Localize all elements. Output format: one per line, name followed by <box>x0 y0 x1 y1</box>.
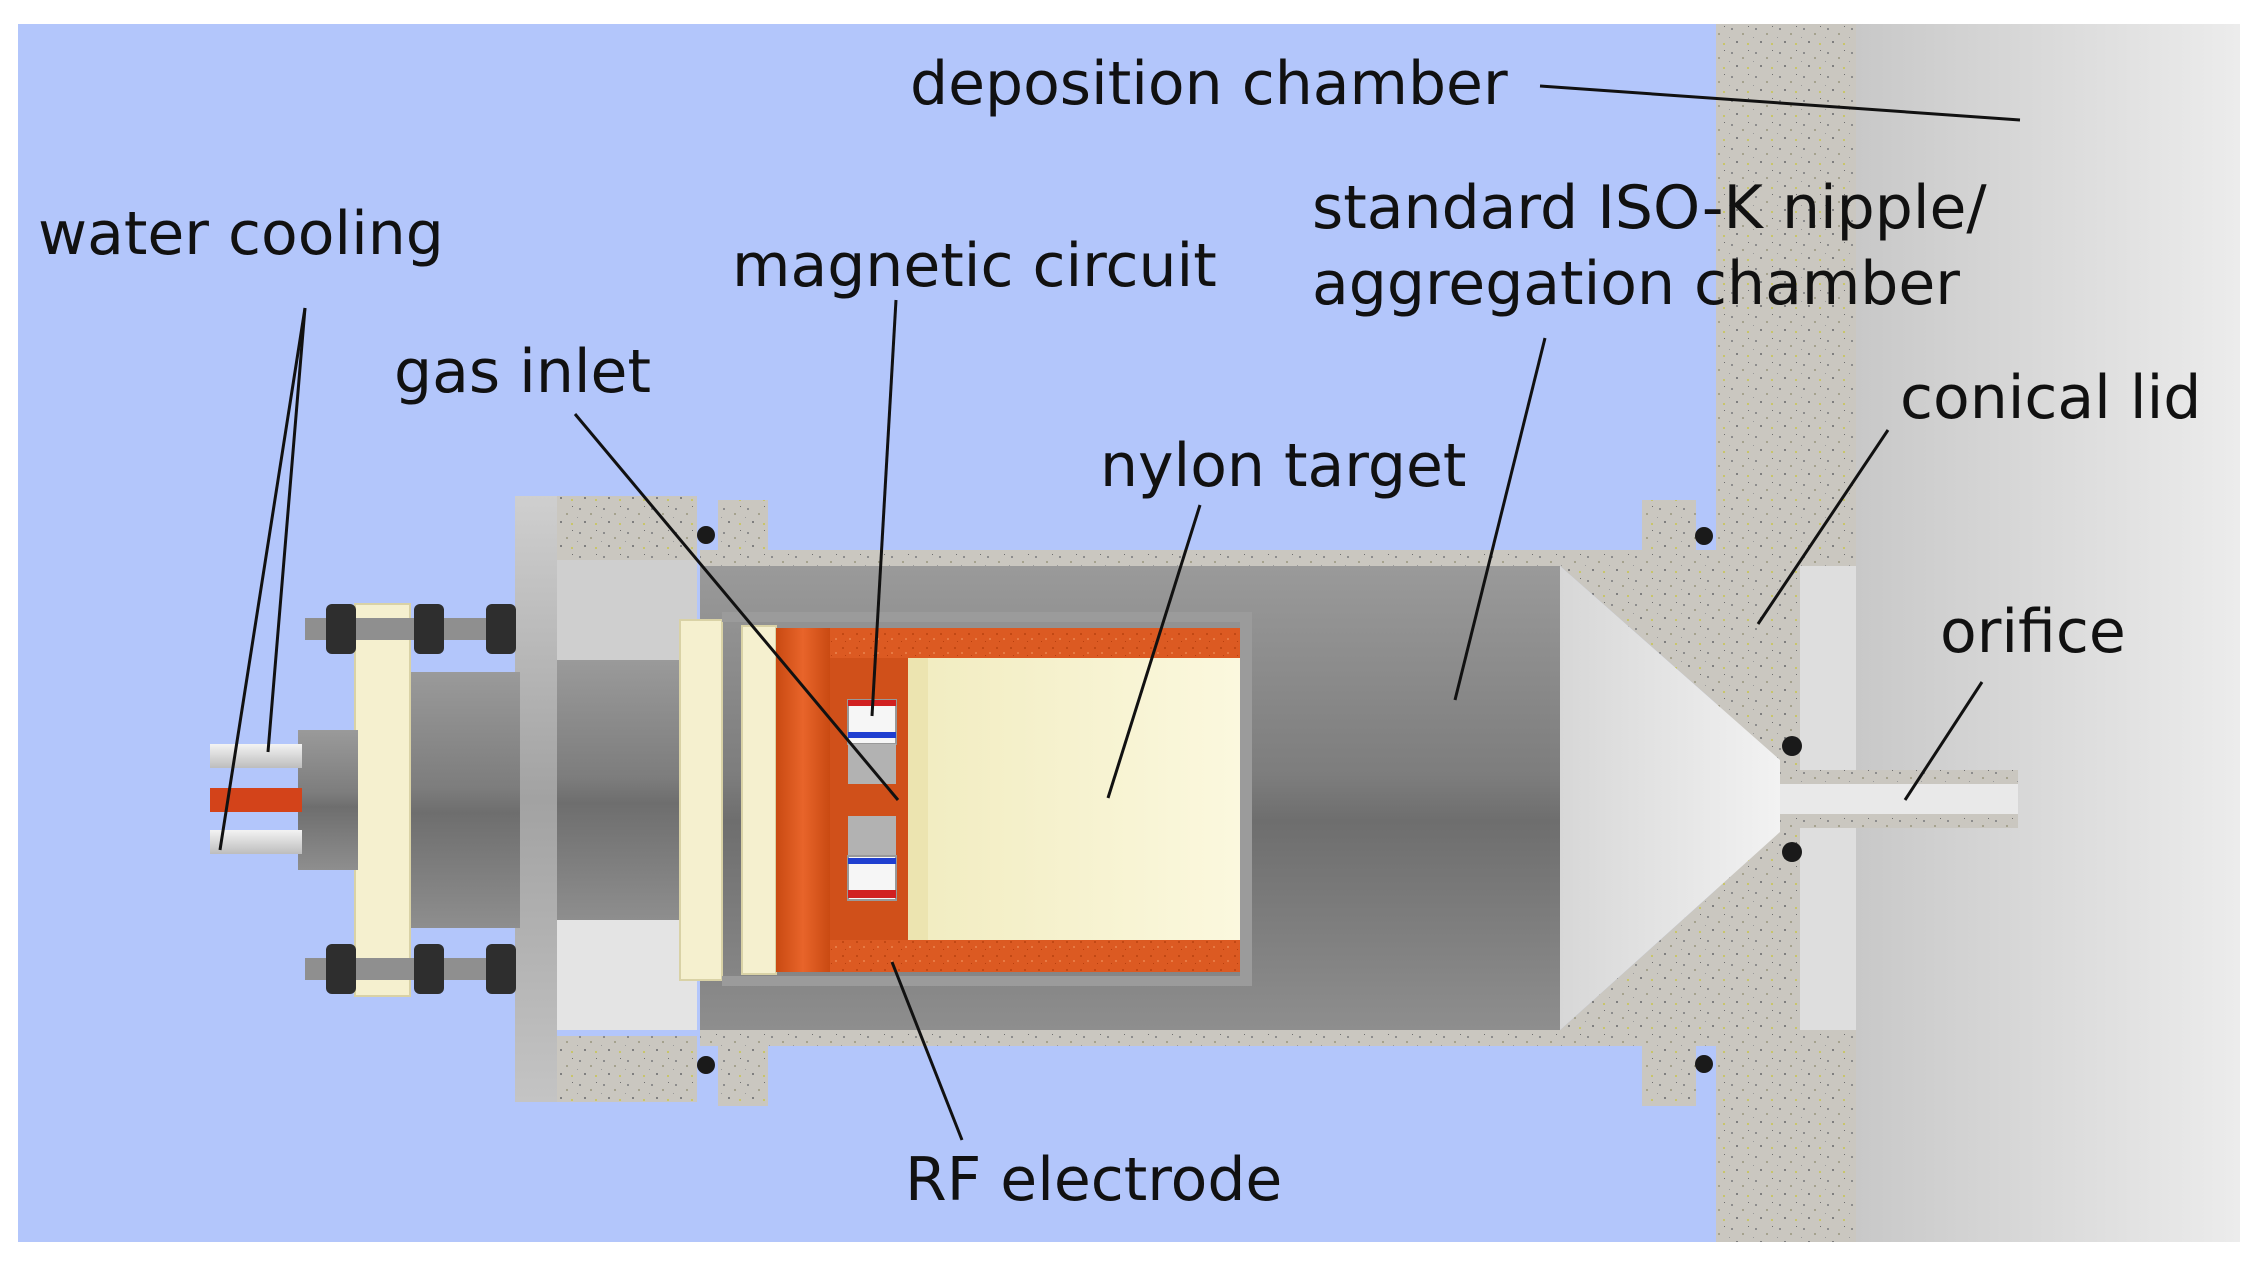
bolt-rod <box>305 958 515 980</box>
nipple-flange-right-bottom <box>1642 1036 1696 1106</box>
water-pipe-bottom <box>210 830 302 854</box>
bolt-nut <box>486 944 516 994</box>
leader-gas-inlet <box>573 413 900 801</box>
nylon-target-edge <box>908 658 928 940</box>
rear-flange-bottom <box>557 1036 697 1102</box>
label-water-cooling: water cooling <box>38 199 444 269</box>
magnet-pole-blue <box>848 732 896 738</box>
o-ring <box>1782 842 1802 862</box>
label-rf-electrode: RF electrode <box>905 1145 1282 1215</box>
orifice-wall-bottom <box>1780 814 2018 828</box>
o-ring <box>697 526 715 544</box>
bolt-rod <box>305 618 515 640</box>
magnet-yoke <box>848 816 896 856</box>
leader-lines <box>218 84 2021 1141</box>
nylon-target <box>908 658 1240 940</box>
label-deposition-chamber: deposition chamber <box>910 49 1508 119</box>
ground-shield-bottom <box>722 976 1252 986</box>
bolt-nut <box>326 604 356 654</box>
leader-magnetic-circuit <box>870 299 898 717</box>
label-nipple-line2: aggregation chamber <box>1312 249 1960 319</box>
nipple-wall-bottom <box>700 1030 1720 1046</box>
o-ring <box>1695 1055 1713 1073</box>
rf-electrode-bottom-wall <box>830 940 1240 972</box>
bolt-nut <box>326 944 356 994</box>
pipe-hub <box>298 730 358 870</box>
leader-conical-lid <box>1756 429 1890 625</box>
rear-flange-inner <box>557 920 697 1030</box>
rf-feed-pipe <box>210 788 302 812</box>
magnet-pole-red <box>848 890 896 898</box>
leader-orifice <box>1903 681 1984 801</box>
leader-water-cooling-top <box>266 307 307 753</box>
back-flange <box>354 603 411 997</box>
back-shaft <box>410 672 520 928</box>
label-orifice: orifice <box>1940 597 2126 667</box>
conical-lid-top <box>1560 566 1800 760</box>
o-ring <box>697 1056 715 1074</box>
insulator-disc <box>741 625 777 975</box>
o-ring <box>1782 736 1802 756</box>
nipple-flange-left-bottom <box>718 1036 768 1106</box>
nipple-wall-top <box>700 550 1720 566</box>
rear-flange-top <box>557 496 697 560</box>
rf-electrode-base <box>776 628 830 972</box>
label-magnetic-circuit: magnetic circuit <box>732 231 1217 301</box>
label-gas-inlet: gas inlet <box>394 337 651 407</box>
orifice-channel <box>1780 784 2018 814</box>
ground-shield-top <box>722 612 1252 622</box>
label-nylon-target: nylon target <box>1100 431 1466 501</box>
leader-water-cooling-bottom <box>218 307 307 851</box>
rear-flange-plate <box>515 496 557 1102</box>
leader-rf-electrode <box>890 961 964 1141</box>
leader-deposition-chamber <box>1539 84 2021 122</box>
bolt-nut <box>414 944 444 994</box>
conical-lid-cavity <box>1560 566 1780 1030</box>
feedthrough-body <box>557 660 697 920</box>
label-conical-lid: conical lid <box>1900 363 2201 433</box>
water-pipe-top <box>210 744 302 768</box>
orifice-wall-top <box>1780 770 2018 784</box>
rear-flange-inner <box>557 560 697 660</box>
label-nipple-line1: standard ISO-K nipple/ <box>1312 173 1987 243</box>
insulator-disc <box>679 619 723 981</box>
leader-nipple <box>1453 337 1547 701</box>
nipple-flange-left-top <box>718 500 768 560</box>
leader-nylon-target <box>1106 504 1202 799</box>
ground-shield-lip <box>1240 612 1252 986</box>
magnet-pole-blue <box>848 858 896 864</box>
bolt-nut <box>486 604 516 654</box>
conical-lid-bottom <box>1560 832 1800 1030</box>
deposition-chamber-region <box>1855 24 2240 1242</box>
rf-electrode-top-wall <box>830 628 1240 658</box>
bolt-nut <box>414 604 444 654</box>
nipple-flange-right-top <box>1642 500 1696 560</box>
o-ring <box>1695 527 1713 545</box>
